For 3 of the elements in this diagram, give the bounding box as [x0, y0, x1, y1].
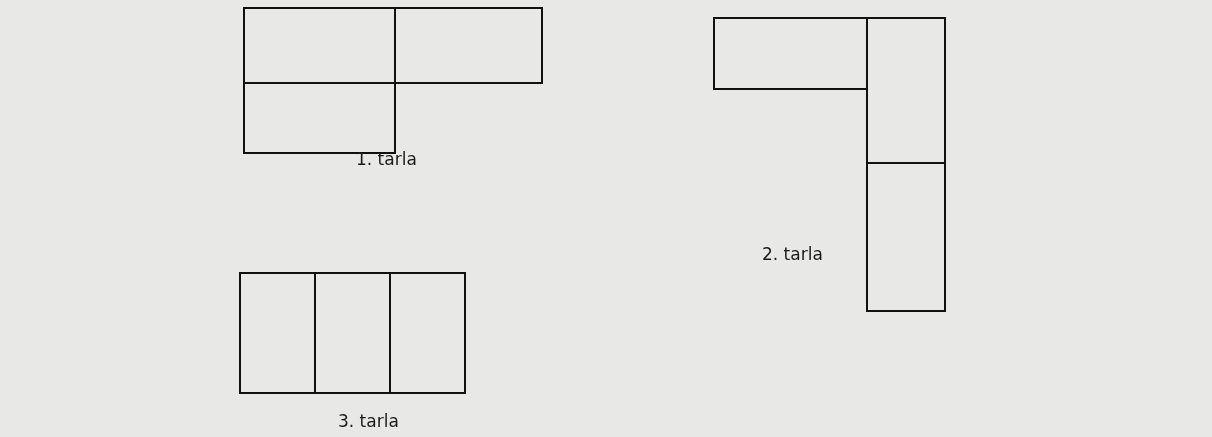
field-label: 1. tarla: [356, 149, 417, 169]
field-label: 2. tarla: [762, 244, 823, 264]
field-label: 3. tarla: [338, 411, 399, 431]
